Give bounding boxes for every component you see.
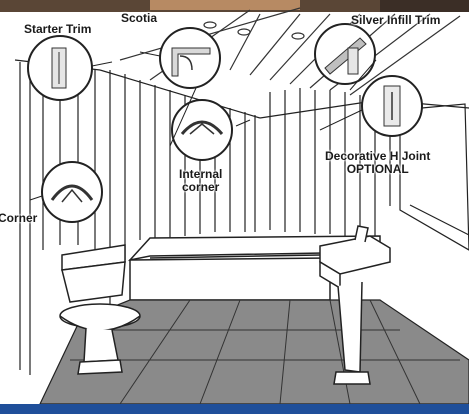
bottom-bar — [0, 404, 469, 414]
label-decorative-h-joint: Decorative H Joint OPTIONAL — [325, 150, 430, 176]
callout-decorative-h-joint — [362, 76, 422, 136]
label-silver-infill-trim: Silver Infill Trim — [351, 14, 440, 27]
label-scotia: Scotia — [121, 12, 157, 25]
label-starter-trim: Starter Trim — [24, 23, 91, 36]
label-corner: Corner — [0, 212, 37, 225]
label-internal-corner: Internal corner — [179, 168, 222, 194]
callout-silver-infill-trim — [315, 24, 375, 84]
callout-scotia — [160, 28, 220, 88]
callout-starter-trim — [28, 36, 92, 100]
label-decorative-h-joint-line2: OPTIONAL — [325, 163, 430, 176]
label-internal-corner-line2: corner — [179, 181, 222, 194]
callout-internal-corner — [172, 100, 232, 160]
callout-corner — [42, 162, 102, 222]
